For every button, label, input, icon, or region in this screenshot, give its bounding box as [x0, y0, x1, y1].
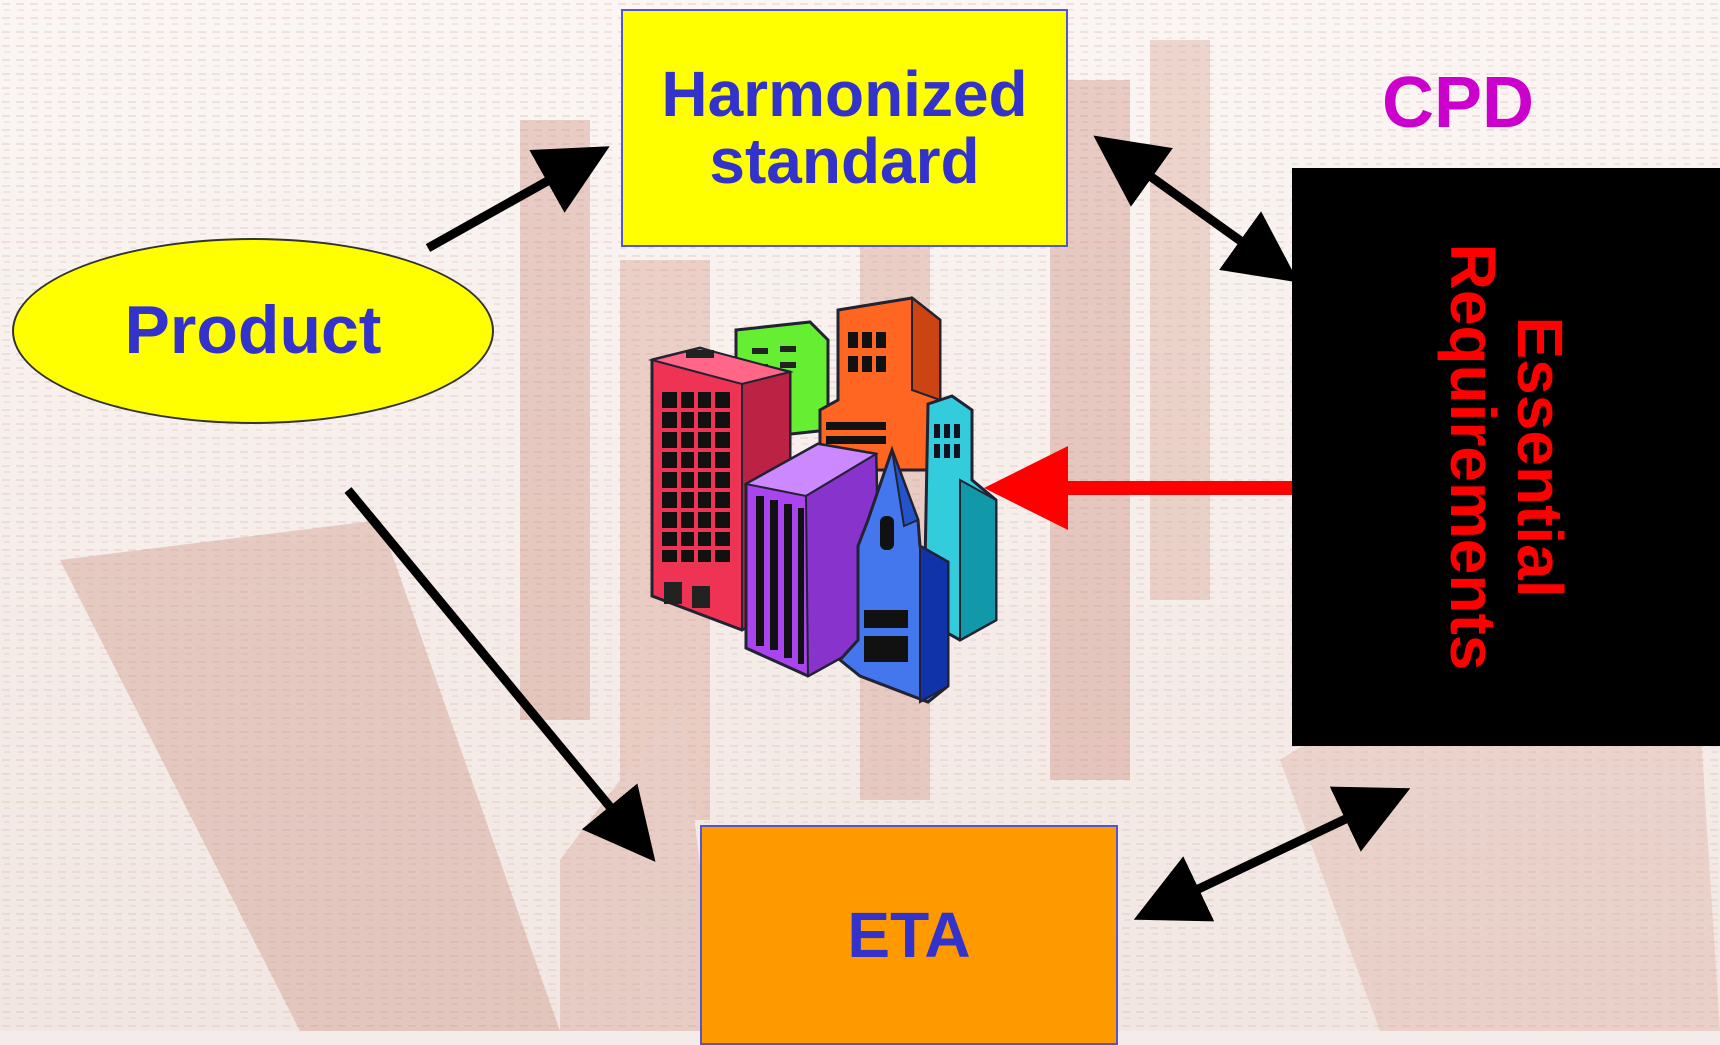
eta-box: ETA [700, 825, 1118, 1045]
harmonized-standard-box: Harmonized standard [621, 9, 1068, 247]
arrow-standard-to-essential [1093, 135, 1299, 283]
arrow-product-to-eta [344, 487, 656, 862]
arrow-product-to-standard [425, 146, 610, 252]
harmonized-standard-line2: standard [709, 125, 980, 197]
cpd-label: CPD [1381, 63, 1534, 143]
essential-line2: Requirements [1437, 243, 1509, 671]
essential-requirements-text: Essential Requirements [1437, 177, 1577, 737]
product-label: Product [124, 292, 382, 369]
eta-label: ETA [847, 899, 971, 971]
essential-line1: Essential [1504, 316, 1577, 598]
essential-requirements-box: Essential Requirements [1292, 168, 1720, 746]
harmonized-standard-line1: Harmonized [661, 57, 1028, 130]
arrow-eta-to-essential [1133, 786, 1411, 922]
product-ellipse: Product [12, 238, 494, 424]
